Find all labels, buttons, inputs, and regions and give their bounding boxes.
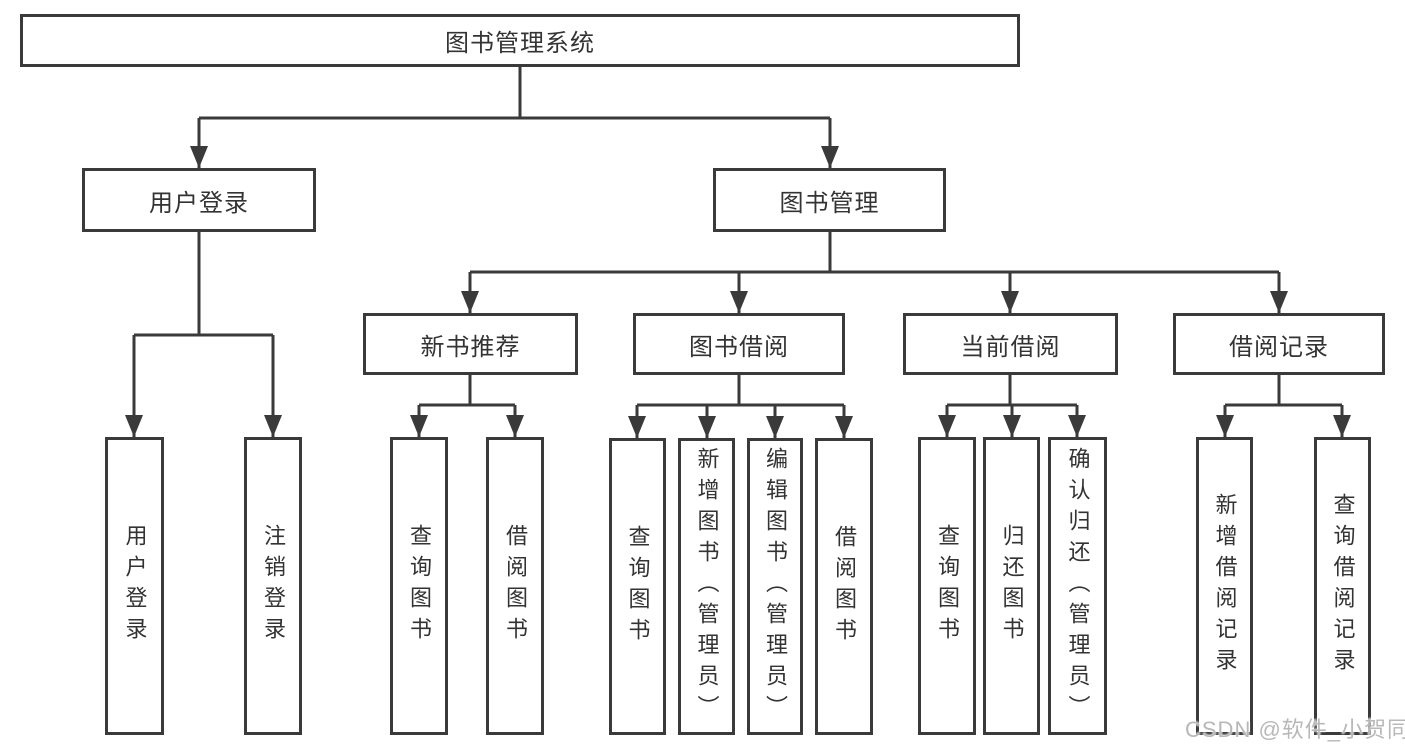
csdn-watermark: CSDN @软件_小贺同学 [1185, 717, 1405, 742]
node-label: 查询借阅记录 [1330, 493, 1356, 679]
node-label: 新增借阅记录 [1212, 493, 1238, 679]
connector-arrows [125, 118, 1351, 438]
node-label: 用户登录 [122, 524, 148, 648]
node-label: 借阅图书 [832, 524, 857, 649]
node-nbr-query-books: 查询图书 [390, 437, 448, 735]
node-br-query-record: 查询借阅记录 [1314, 437, 1371, 735]
node-label: 编辑图书（管理员） [763, 447, 788, 726]
node-label: 新增图书（管理员） [694, 447, 720, 726]
node-label: 查询图书 [407, 524, 432, 648]
node-root: 图书管理系统 [20, 14, 1020, 67]
node-bb-edit-books-admin: 编辑图书（管理员） [747, 438, 803, 735]
node-user-login-leaf: 用户登录 [105, 437, 164, 735]
node-new-book-recommend: 新书推荐 [363, 313, 578, 375]
connector-path [134, 67, 1342, 407]
node-book-management: 图书管理 [713, 168, 946, 232]
node-bb-borrow-books: 借阅图书 [815, 438, 873, 735]
node-nbr-borrow-books: 借阅图书 [486, 437, 544, 735]
node-bb-add-books-admin: 新增图书（管理员） [678, 438, 735, 735]
node-cb-confirm-return-admin: 确认归还（管理员） [1048, 437, 1107, 735]
node-logout: 注销登录 [244, 437, 302, 735]
node-cb-query-books: 查询图书 [918, 437, 976, 735]
node-label: 注销登录 [261, 524, 286, 648]
node-current-borrow: 当前借阅 [903, 313, 1118, 375]
node-user-login: 用户登录 [82, 168, 316, 232]
node-label: 查询图书 [935, 524, 960, 648]
node-br-add-record: 新增借阅记录 [1196, 437, 1253, 735]
node-cb-return-books: 归还图书 [983, 437, 1040, 735]
node-borrow-records: 借阅记录 [1173, 313, 1385, 375]
node-label: 归还图书 [999, 524, 1025, 648]
node-label: 查询图书 [625, 524, 651, 649]
node-bb-query-books: 查询图书 [609, 438, 666, 735]
node-label: 借阅图书 [503, 524, 528, 648]
node-label: 确认归还（管理员） [1065, 446, 1091, 726]
node-book-borrow: 图书借阅 [633, 313, 845, 375]
